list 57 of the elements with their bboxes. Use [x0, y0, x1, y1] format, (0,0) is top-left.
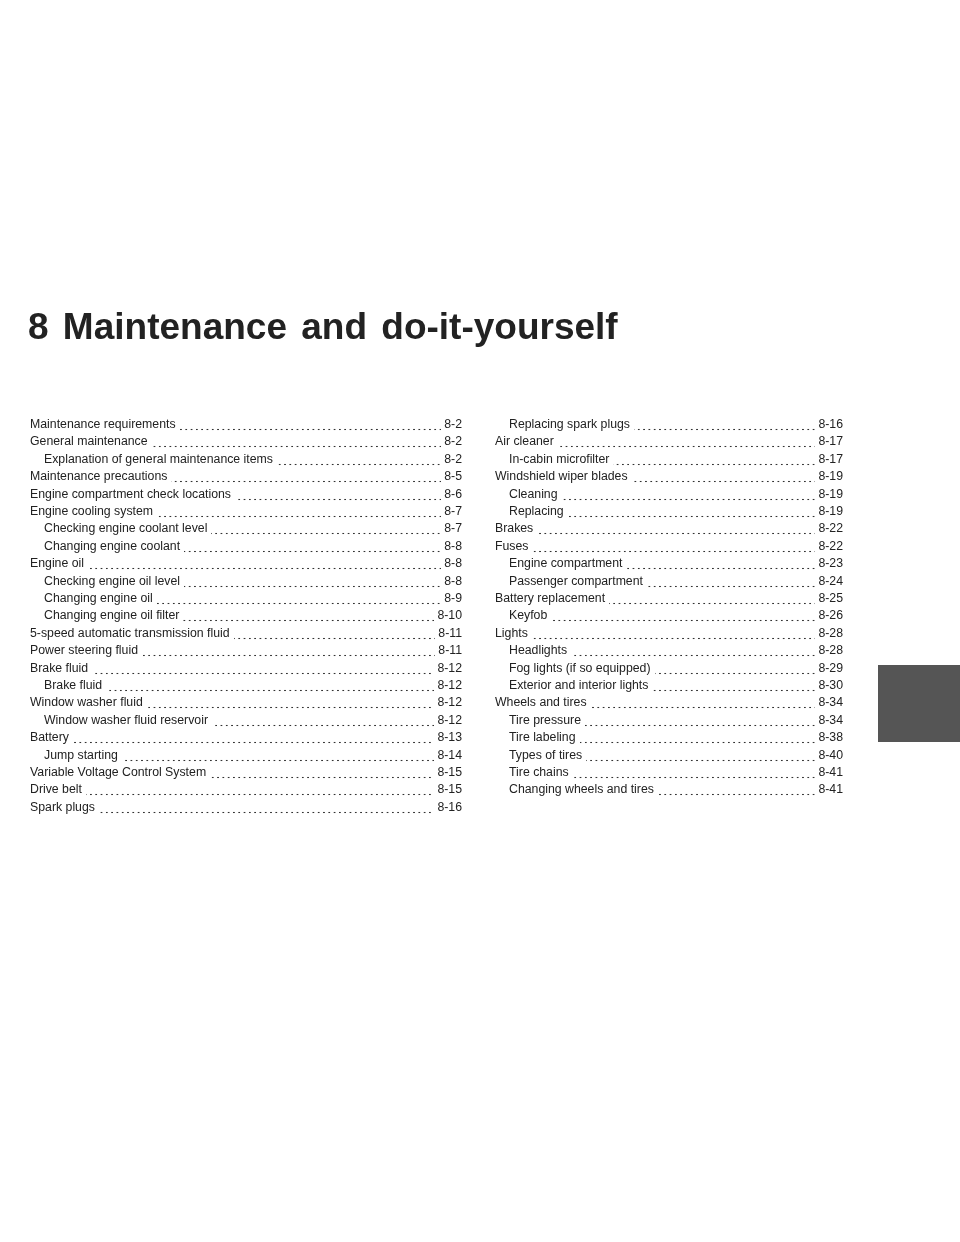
page-number: 8-15	[434, 781, 462, 799]
toc-entry: Keyfob	[509, 607, 552, 625]
toc-entry: General maintenance	[30, 433, 152, 451]
page-number: 8-23	[815, 555, 843, 573]
page-number: 8-7	[441, 520, 462, 538]
page-number: 8-13	[434, 729, 462, 747]
toc-entry: Replacing	[509, 503, 568, 520]
page-number: 8-9	[441, 590, 462, 607]
page-number: 8-17	[815, 433, 843, 451]
chapter-title: 8 Maintenance and do-it-yourself	[28, 306, 618, 348]
toc-entry: Changing wheels and tires	[509, 781, 658, 799]
page-number: 8-30	[815, 677, 843, 694]
toc-entry: Windshield wiper blades	[495, 468, 632, 486]
page-number: 8-10	[434, 607, 462, 625]
toc-entry: Power steering fluid	[30, 642, 142, 660]
page-number: 8-7	[441, 503, 462, 520]
toc-entry: Exterior and interior lights	[509, 677, 653, 694]
page-number: 8-16	[815, 416, 843, 433]
toc-entry: Engine oil	[30, 555, 88, 573]
toc-entry: Drive belt	[30, 781, 86, 799]
page-number: 8-19	[815, 468, 843, 486]
page-number: 8-8	[441, 555, 462, 573]
toc-entry: Air cleaner	[495, 433, 558, 451]
toc-entry: Checking engine coolant level	[44, 520, 212, 538]
page-number: 8-15	[434, 764, 462, 781]
toc-entry: Battery	[30, 729, 73, 747]
page-number: 8-41	[815, 764, 843, 781]
toc-entry: Wheels and tires	[495, 694, 591, 712]
toc-entry: Battery replacement	[495, 590, 610, 607]
toc-entry: Window washer fluid	[30, 694, 147, 712]
toc-entry: Tire labeling	[509, 729, 580, 747]
page-number: 8-25	[815, 590, 843, 607]
page-number: 8-41	[815, 781, 843, 799]
page-number: 8-19	[815, 503, 843, 520]
toc-entry: Engine cooling system	[30, 503, 158, 520]
toc-entry: Maintenance requirements	[30, 416, 180, 433]
toc-entry: Brake fluid	[44, 677, 107, 694]
toc-entry: Variable Voltage Control System	[30, 764, 211, 781]
section-tab	[878, 665, 960, 742]
page-number: 8-34	[815, 694, 843, 712]
page-number: 8-38	[815, 729, 843, 747]
page-number: 8-12	[434, 677, 462, 694]
toc-entry: Engine compartment	[509, 555, 627, 573]
toc-entry: Tire chains	[509, 764, 573, 781]
page-number: 8-2	[441, 416, 462, 433]
toc-entry: Headlights	[509, 642, 572, 660]
page-number: 8-5	[441, 468, 462, 486]
toc-entry: Changing engine oil	[44, 590, 157, 607]
page-number: 8-28	[815, 642, 843, 660]
toc-entry: Maintenance precautions	[30, 468, 172, 486]
page-number: 8-2	[441, 433, 462, 451]
toc-entry: Replacing spark plugs	[509, 416, 634, 433]
page-number: 8-22	[815, 520, 843, 538]
toc-entry: Brakes	[495, 520, 538, 538]
page-number: 8-12	[434, 694, 462, 712]
page-number: 8-11	[435, 642, 462, 660]
page-number: 8-26	[815, 607, 843, 625]
